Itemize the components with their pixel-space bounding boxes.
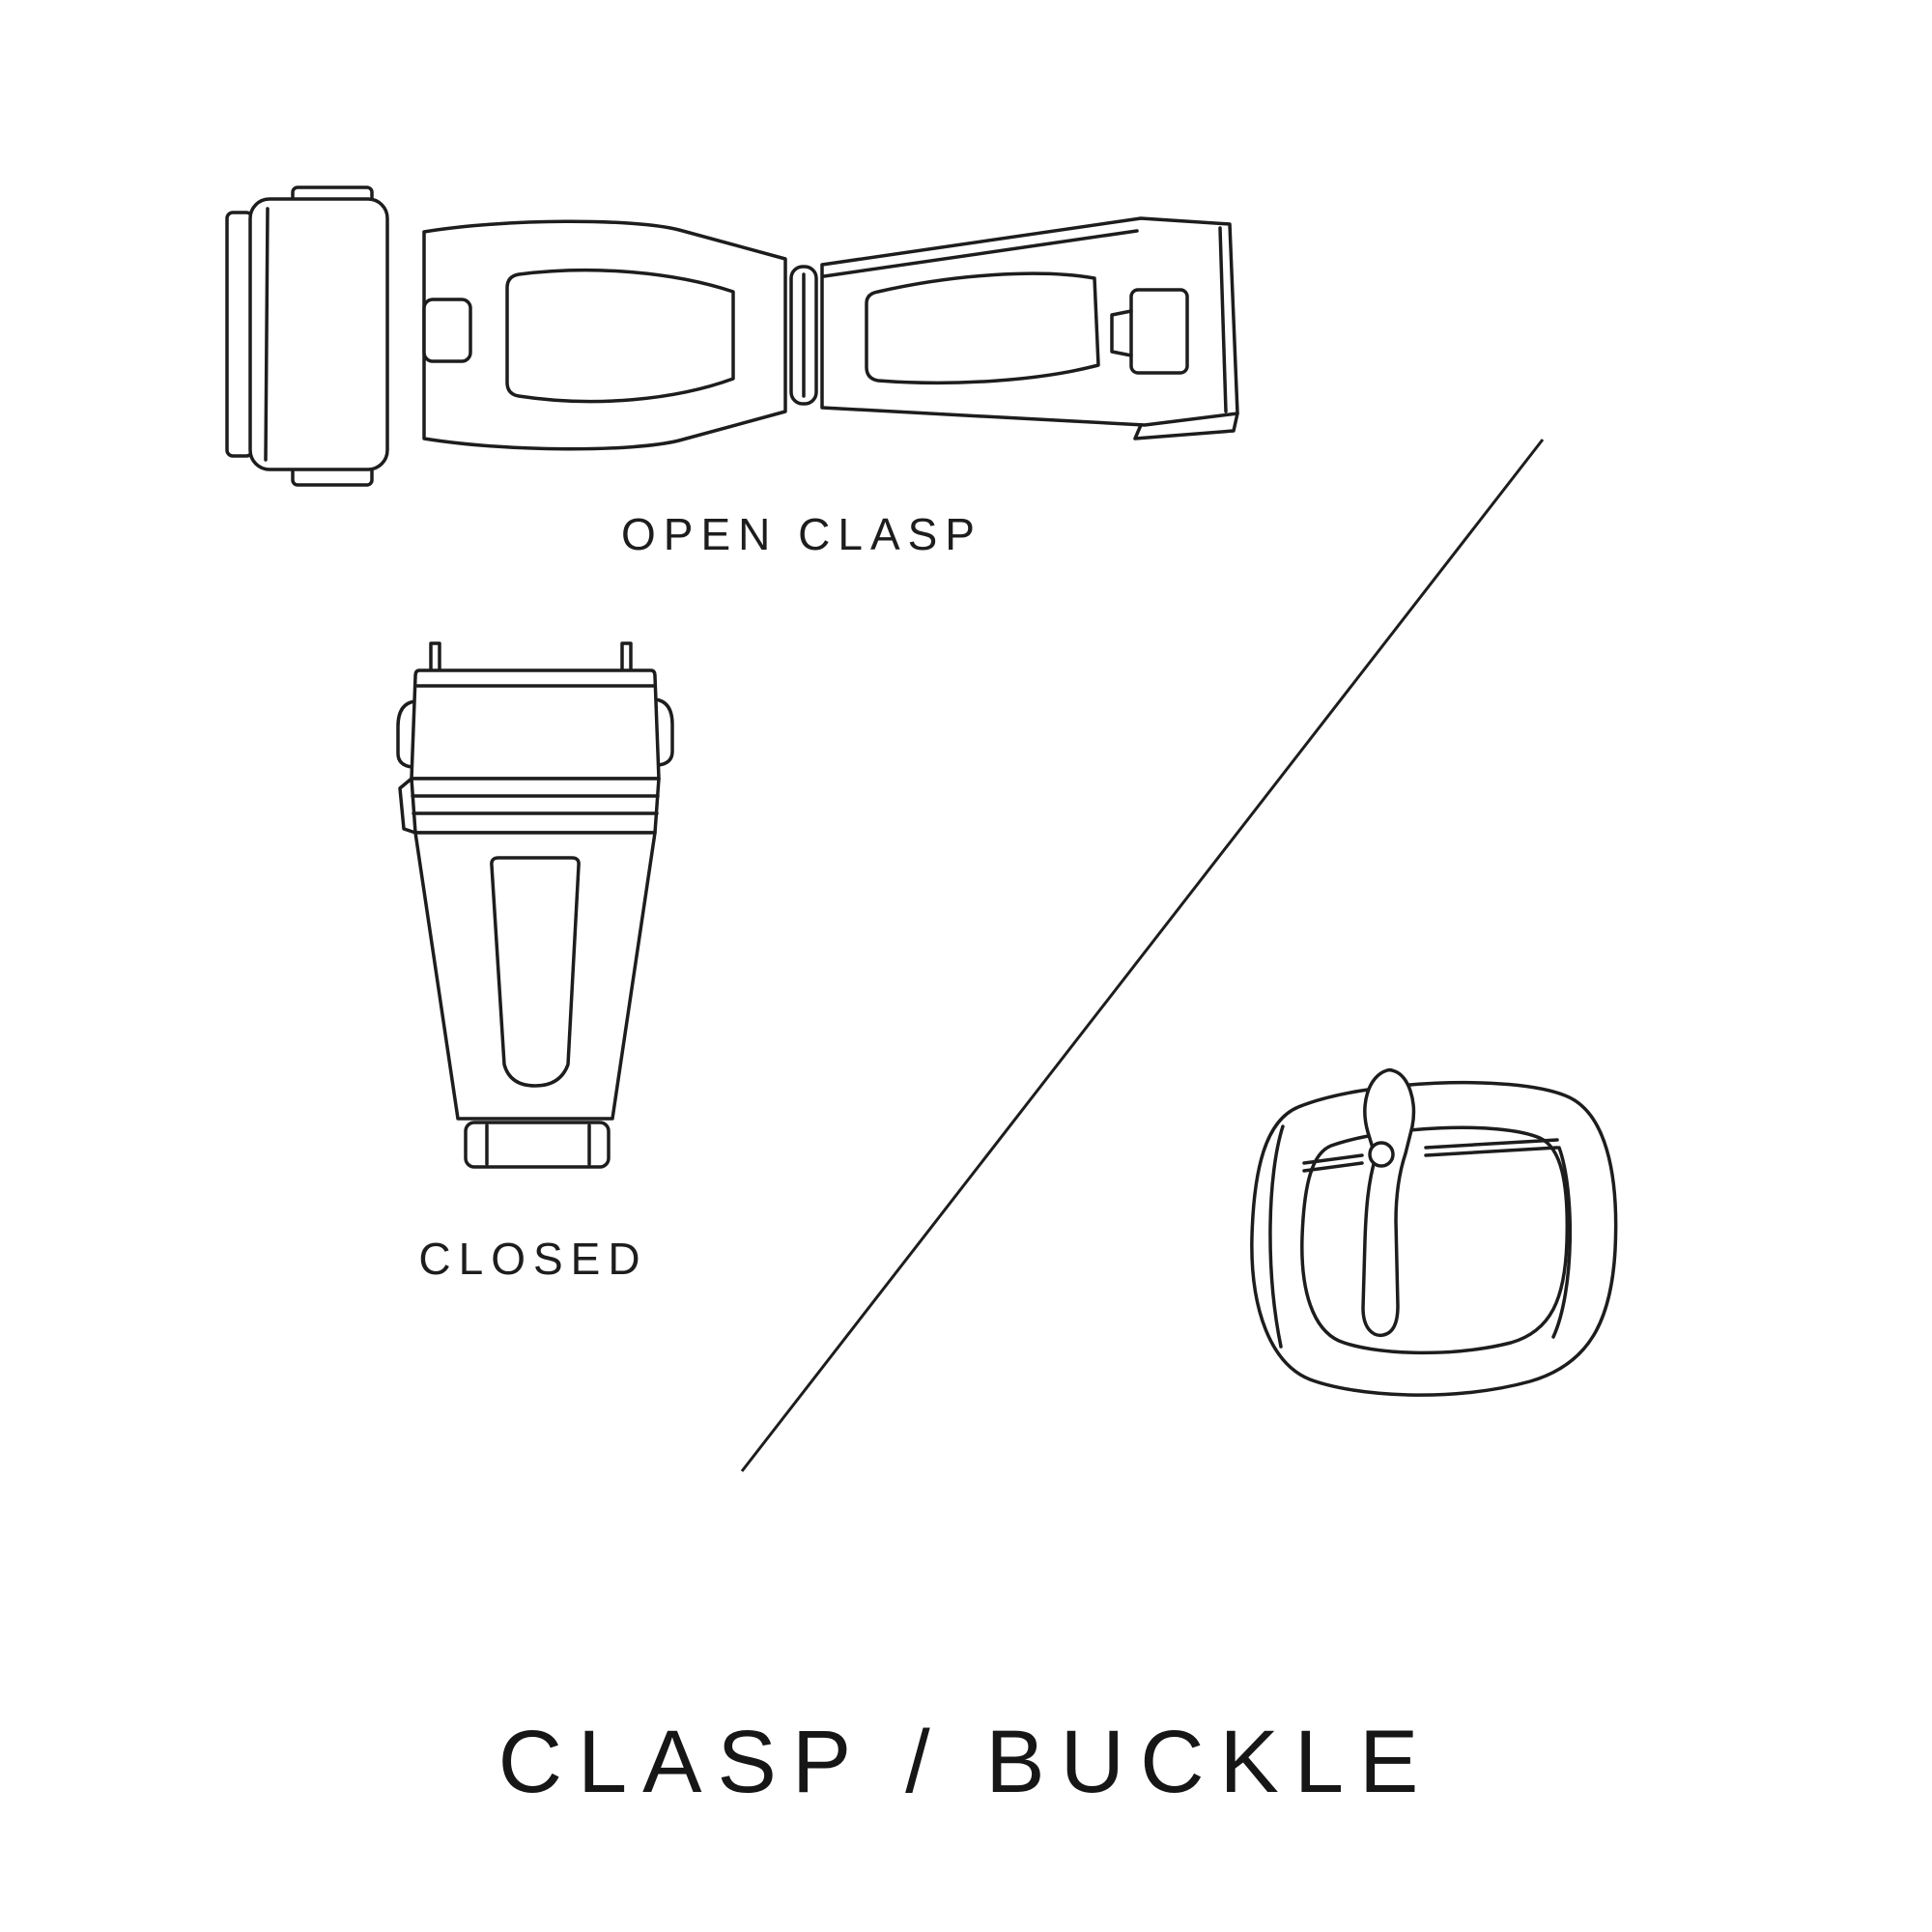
buckle-pin-bar	[1302, 1138, 1559, 1173]
buckle-frame-inner	[1300, 1125, 1570, 1355]
buckle-pin-eye	[1368, 1141, 1395, 1168]
body-inner-cutout	[490, 856, 581, 1088]
page-title: CLASP / BUCKLE	[497, 1713, 1435, 1811]
end-link-edge	[225, 211, 254, 458]
end-link-fold-line	[264, 207, 270, 462]
tang-buckle-illustration	[1250, 1067, 1618, 1397]
closed-clasp-illustration	[396, 641, 674, 1169]
buckle-left-band-line	[1268, 1124, 1285, 1349]
right-ear	[653, 697, 674, 767]
open-clasp-label: OPEN CLASP	[621, 509, 982, 559]
left-arm-inner-cutout	[505, 268, 735, 404]
left-arm-notch	[422, 298, 472, 363]
right-arm-catch	[1129, 288, 1189, 375]
end-link-block	[248, 197, 389, 471]
closed-clasp-label: CLOSED	[418, 1234, 648, 1284]
left-ear	[396, 699, 417, 769]
open-clasp-illustration	[225, 185, 1239, 487]
bottom-foot	[464, 1121, 611, 1169]
buckle-right-band-line	[1551, 1146, 1573, 1339]
right-arm-inner-cutout	[865, 271, 1100, 385]
right-arm-bottom-flap	[1133, 412, 1239, 440]
right-arm-end-edge-line	[1218, 226, 1228, 413]
band-section	[410, 777, 661, 835]
band-left-fold	[398, 777, 417, 835]
right-arm-catch-hook	[1110, 309, 1133, 357]
right-arm-top-edge-line	[822, 229, 1139, 278]
